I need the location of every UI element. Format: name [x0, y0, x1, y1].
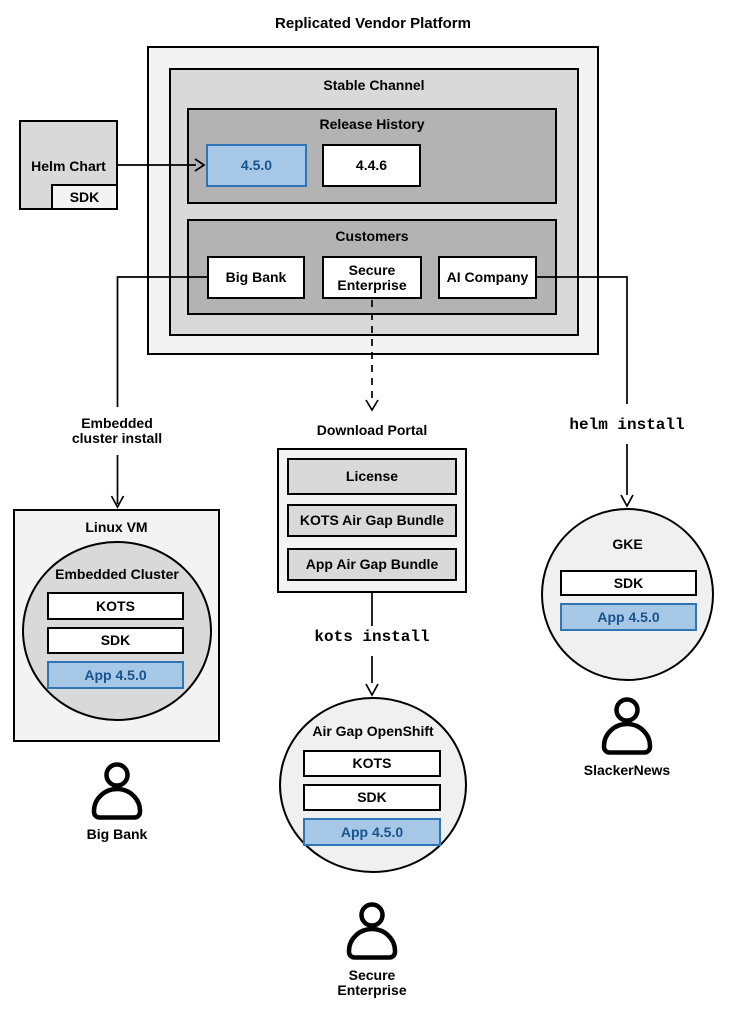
helm-chart-label: Helm Chart	[31, 158, 106, 174]
release-history-label: Release History	[319, 116, 425, 132]
customers-label: Customers	[335, 228, 409, 244]
gke-app-node: App 4.5.0	[560, 603, 697, 631]
kots-airgap-bundle-node: KOTS Air Gap Bundle	[287, 504, 457, 537]
embedded-install-label: Embedded cluster install	[71, 415, 163, 446]
stable-channel-label: Stable Channel	[323, 77, 425, 93]
secure-enterprise-user-label: Secure Enterprise	[337, 967, 407, 998]
helm-chart-sdk-node: SDK	[51, 184, 118, 210]
embedded-cluster-label: Embedded Cluster	[55, 566, 179, 582]
airgap-openshift-label: Air Gap OpenShift	[312, 723, 434, 739]
diagram-title: Replicated Vendor Platform	[275, 15, 471, 32]
gke-sdk-node: SDK	[560, 570, 697, 596]
customer-secure-enterprise-node: Secure Enterprise	[322, 256, 422, 299]
release-446-node: 4.4.6	[322, 144, 421, 187]
big-bank-user-label: Big Bank	[86, 826, 148, 842]
release-450-node: 4.5.0	[206, 144, 307, 187]
airgap-sdk-node: SDK	[303, 784, 441, 811]
helm-install-label: helm install	[569, 416, 685, 434]
download-portal-label: Download Portal	[316, 422, 428, 438]
customer-big-bank-node: Big Bank	[207, 256, 305, 299]
secure-enterprise-person-icon	[346, 902, 398, 960]
big-bank-person-icon	[91, 762, 143, 820]
slackernews-person-icon	[601, 697, 653, 755]
license-node: License	[287, 458, 457, 495]
airgap-app-node: App 4.5.0	[303, 818, 441, 846]
linux-vm-label: Linux VM	[85, 519, 148, 535]
customer-ai-company-node: AI Company	[438, 256, 537, 299]
kots-install-label: kots install	[314, 628, 430, 646]
app-airgap-bundle-node: App Air Gap Bundle	[287, 548, 457, 581]
linux-vm-kots-node: KOTS	[47, 592, 184, 620]
linux-vm-sdk-node: SDK	[47, 627, 184, 654]
linux-vm-app-node: App 4.5.0	[47, 661, 184, 689]
slackernews-user-label: SlackerNews	[583, 762, 671, 778]
airgap-kots-node: KOTS	[303, 750, 441, 777]
gke-label: GKE	[612, 536, 643, 552]
